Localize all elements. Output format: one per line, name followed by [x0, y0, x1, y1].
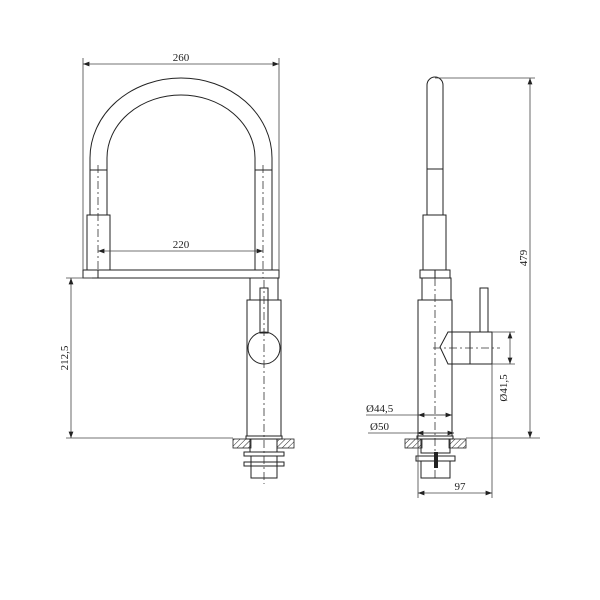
front-view: 260 220 212,5	[59, 52, 295, 484]
dimension-220: 220	[98, 239, 263, 254]
faucet-body-side	[417, 299, 453, 437]
pull-out-head	[426, 76, 444, 215]
dimension-479: 479	[435, 77, 540, 439]
side-view: 479 Ø41,5 Ø44,5 Ø50 97	[366, 76, 540, 498]
dimension-label-212-5: 212,5	[59, 345, 71, 370]
dimension-260: 260	[82, 52, 280, 270]
spout-arch	[86, 77, 273, 278]
faucet-body-front	[232, 277, 295, 484]
dimension-44-5: Ø44,5	[366, 403, 452, 418]
dimension-97: 97	[417, 364, 493, 498]
dimension-label-97: 97	[455, 481, 467, 493]
dimension-label-479: 479	[518, 249, 530, 266]
spout-holder-bar	[82, 269, 280, 279]
dimension-label-220: 220	[173, 239, 190, 251]
dimension-41-5: Ø41,5	[492, 331, 515, 402]
dimension-label-41-5: Ø41,5	[498, 374, 510, 402]
dimension-50: Ø50	[368, 421, 454, 436]
dimension-label-44-5: Ø44,5	[366, 403, 394, 415]
dimension-label-50: Ø50	[370, 421, 389, 433]
dimension-212-5: 212,5	[59, 277, 233, 439]
lever-handle	[259, 287, 269, 334]
dimension-label-260: 260	[173, 52, 190, 64]
lever-side	[479, 287, 489, 333]
